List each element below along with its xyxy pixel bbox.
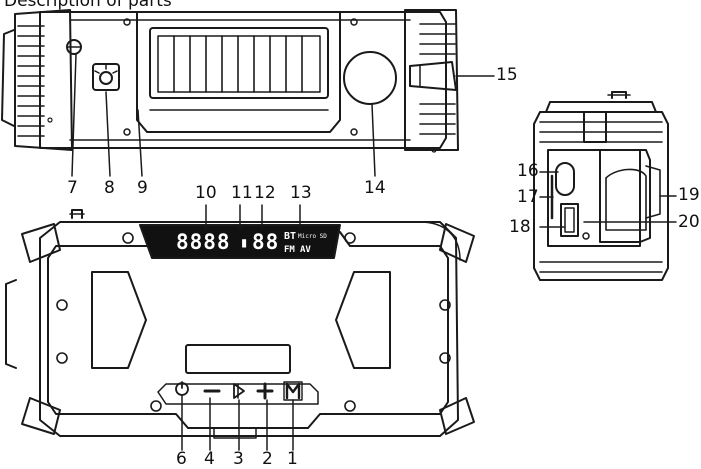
volume-up-button — [256, 382, 274, 400]
callout-20: 20 — [678, 212, 700, 232]
callout-14: 14 — [364, 178, 386, 198]
front-leaders — [181, 204, 301, 451]
charge-led — [582, 232, 590, 240]
right-speaker-grille — [335, 271, 391, 369]
center-slot — [185, 344, 291, 374]
side-view — [533, 91, 669, 281]
lcd-digits: 8888 — [176, 230, 231, 254]
front-body — [39, 221, 459, 437]
diagram-title: Description of parts — [4, 0, 172, 11]
usb-port — [560, 203, 579, 237]
lcd-bt: BT — [284, 231, 297, 242]
callout-11: 11 — [231, 183, 253, 203]
solar-panel — [136, 11, 341, 133]
callout-15: 15 — [496, 65, 518, 85]
callout-10: 10 — [195, 183, 217, 203]
side-leaders — [539, 171, 677, 228]
callout-1: 1 — [287, 449, 298, 469]
crank-handle — [409, 61, 457, 91]
left-speaker-grille — [91, 271, 147, 369]
top-right-ribs — [419, 23, 456, 135]
top-right-grip — [404, 9, 459, 151]
port-panel — [547, 149, 641, 247]
power-button — [175, 381, 189, 396]
lcd-microsd: Micro SD — [298, 233, 327, 240]
dynamo-cover — [343, 51, 397, 105]
callout-2: 2 — [262, 449, 273, 469]
callout-12: 12 — [254, 183, 276, 203]
lcd-bt-icon: ▮ — [240, 235, 249, 251]
top-left-grip — [14, 9, 73, 151]
lcd-fm: FM — [284, 245, 295, 255]
callout-13: 13 — [290, 183, 312, 203]
callout-18: 18 — [509, 217, 531, 237]
rubber-cover — [599, 149, 651, 243]
lcd-screen — [139, 224, 341, 259]
micro-usb-port — [555, 162, 575, 196]
callout-9: 9 — [137, 178, 148, 198]
top-body — [39, 11, 447, 149]
side-body — [533, 111, 669, 281]
callout-19: 19 — [678, 185, 700, 205]
front-bezel — [47, 231, 449, 429]
lcd-digits-2: 88 — [252, 230, 280, 254]
top-leaders — [71, 53, 495, 177]
top-left-knob — [1, 29, 15, 127]
flashlight-button — [92, 63, 120, 91]
top-view — [1, 9, 459, 153]
callout-6: 6 — [176, 449, 187, 469]
front-left-knob — [5, 279, 17, 369]
callout-7: 7 — [67, 178, 78, 198]
callout-4: 4 — [204, 449, 215, 469]
front-screws — [56, 232, 451, 412]
play-button — [233, 383, 245, 399]
callout-8: 8 — [104, 178, 115, 198]
lcd-aux: AV — [300, 245, 311, 255]
corner-vents — [21, 223, 475, 435]
callout-3: 3 — [233, 449, 244, 469]
mode-button — [285, 382, 301, 400]
callout-17: 17 — [517, 187, 539, 207]
callout-16: 16 — [517, 161, 539, 181]
